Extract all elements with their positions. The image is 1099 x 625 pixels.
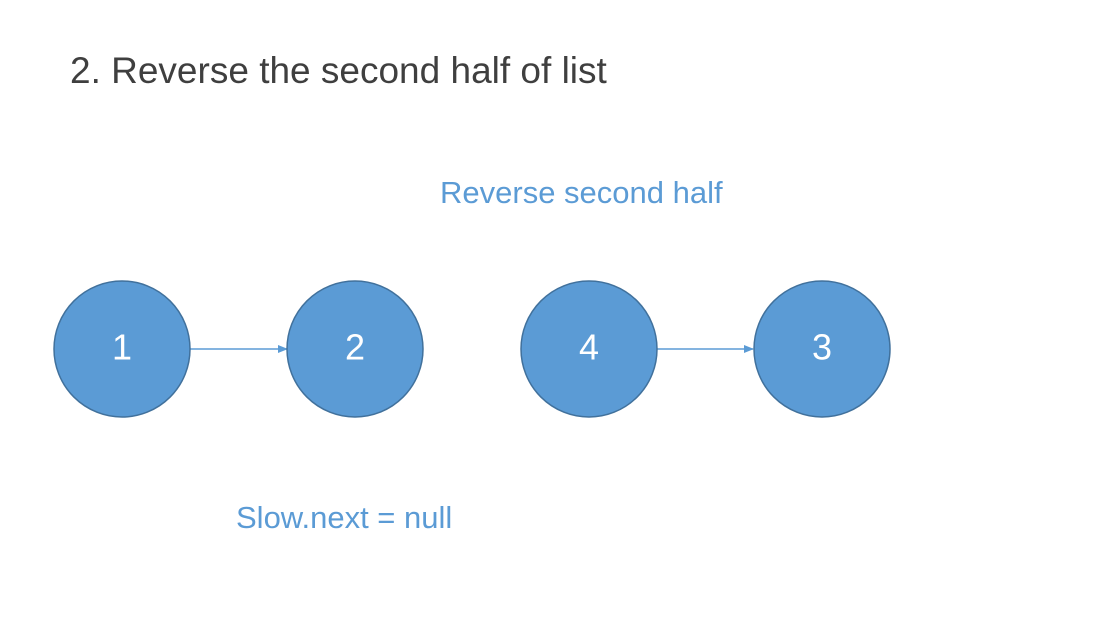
node-label: 4 — [579, 327, 599, 368]
node-label: 3 — [812, 327, 832, 368]
list-node-4: 4 — [520, 280, 658, 418]
node-circle — [53, 280, 191, 418]
node-circle — [286, 280, 424, 418]
node-circle — [753, 280, 891, 418]
node-label: 2 — [345, 327, 365, 368]
slide-title: 2. Reverse the second half of list — [70, 50, 607, 91]
caption-slow-next-null: Slow.next = null — [236, 500, 453, 535]
caption-reverse-second-half: Reverse second half — [440, 175, 723, 210]
list-node-2: 2 — [286, 280, 424, 418]
node-label: 1 — [112, 327, 132, 368]
node-circle — [520, 280, 658, 418]
list-node-1: 1 — [53, 280, 191, 418]
list-node-3: 3 — [753, 280, 891, 418]
